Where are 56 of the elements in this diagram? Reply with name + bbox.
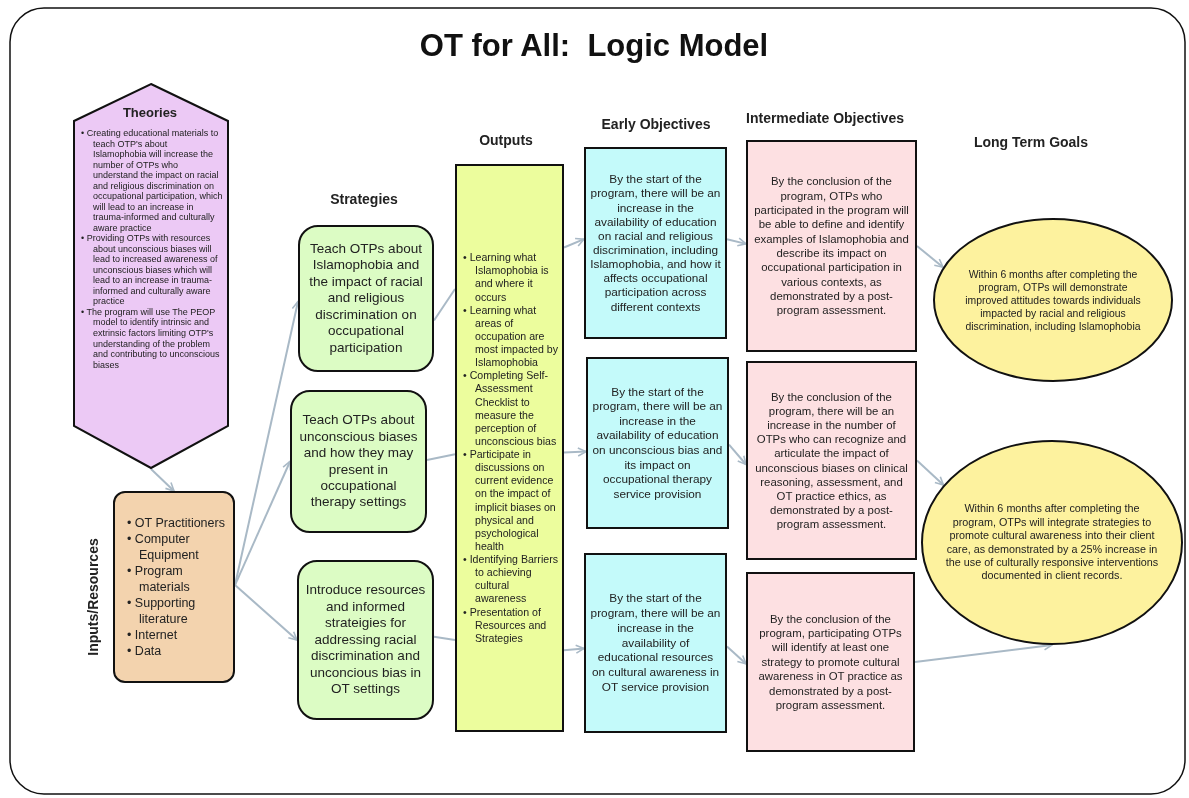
- node-text: Introduce resources and informed strateigies for addressing racial discrimination and unconcious bias in OT settings: [305, 582, 426, 698]
- bullet-item: • Participate in discussions on current evidence on the impact of implicit biases on physical and psychological health: [463, 448, 557, 553]
- outputs-box: [455, 164, 564, 732]
- objective-box: [746, 140, 917, 352]
- arrow: [563, 447, 587, 457]
- node-text: By the start of the program, there will be an increase in the availability of educational resources on cultural awareness in OT service provision: [590, 591, 721, 695]
- bullet-item: • Learning what areas of occupation are most impacted by Islamophobia: [463, 303, 559, 370]
- bullet-item: • Computer Equipment: [127, 531, 200, 563]
- objective-box: [746, 572, 915, 752]
- node-text: Teach OTPs about Islamophobia and the impact of racial and religious discrimination on occupational participation: [308, 240, 424, 357]
- objective-box: [746, 361, 917, 560]
- arrow: [916, 245, 944, 269]
- arrow: [916, 459, 945, 487]
- arrow: [234, 460, 292, 587]
- bullet-item: • OT Practitioners: [127, 515, 226, 531]
- node-text: By the conclusion of the program, there will be an increase in the number of OTPs who can recognize and articulate the impact of unconscious biases on clinical reasoning, assessment, and OT practice ethics, as demonstrated by a post-program assessment.: [754, 389, 909, 532]
- arrow: [728, 443, 747, 466]
- arrow: [563, 237, 585, 249]
- bullet-item: • Completing Self-Assessment Checklist to measure the perception of unconscious bias: [463, 369, 558, 448]
- node-text: By the conclusion of the program, participating OTPs will identify at least one strategy to promote cultural awareness in OT practice as demonstrated by a post-program assessment.: [757, 611, 904, 713]
- column-heading: Strategies: [330, 191, 398, 207]
- bullet-item: • Providing OTPs with resources about unconscious biases will lead to increased awareness of unconscious biases which will lead to an increase in trauma-informed and culturally aware practice: [81, 233, 219, 307]
- bullet-item: • Presentation of Resources and Strategies: [463, 605, 548, 645]
- column-heading: Outputs: [479, 132, 533, 148]
- node-text: By the start of the program, there will be an increase in the availability of education on unconscious bias and its impact on occupational therapy service provision: [592, 384, 723, 502]
- objective-box: [586, 357, 729, 529]
- node-text: By the start of the program, there will be an increase in the availability of education on racial and religious discrimination, including Islamophobia, and how it affects occupational participation across different contexts: [590, 172, 721, 314]
- bullet-item: • Creating educational materials to teach OTP's about Islamophobia will increase the number of OTPs who understand the impact on racial and religious discrimination on occupational participation, which will lead to an increase in trauma-informed and culturally aware practice: [81, 128, 223, 234]
- column-heading: Intermediate Objectives: [746, 110, 904, 126]
- node-text: By the conclusion of the program, OTPs who participated in the program will be able to define and identify examples of Islamophobia and describe its impact on occupational participation in various contexts, as demonstrated by a post-program assessment.: [753, 174, 910, 318]
- heading: Theories: [122, 105, 178, 121]
- inputs-box: [113, 491, 235, 683]
- strategy-box: [290, 390, 427, 533]
- node-text: Within 6 months after completing the program, OTPs will demonstrate improved attitudes towards individuals impacted by racial and religious discrimination, including Islamophobia: [964, 267, 1142, 333]
- bullet-item: • The program will use The PEOP model to identify intrinsic and extrinsic factors limiting OTP's understanding of the problem and contributing to unconscious biases: [81, 306, 221, 371]
- node-text: Within 6 months after completing the program, OTPs will integrate strategies to promote cultural awareness into their client care, as demonstrated by a 25% increase in the use of culturally responsive interventions documented in client records.: [944, 502, 1160, 583]
- objective-box: [584, 147, 727, 339]
- arrow: [150, 468, 175, 492]
- objective-box: [584, 553, 727, 733]
- arrow: [726, 237, 747, 247]
- diagram-title: OT for All: Logic Model: [419, 28, 769, 64]
- node-text: Teach OTPs about unconscious biases and how they may present in occupational therapy settings: [298, 412, 419, 511]
- side-heading: Inputs/Resources: [85, 538, 101, 656]
- bullet-item: • Supporting literature: [127, 595, 197, 627]
- column-heading: Early Objectives: [601, 116, 711, 132]
- strategy-box: [297, 560, 434, 720]
- arrow: [234, 584, 298, 641]
- bullet-item: • Identifying Barriers to achieving cultural awareness: [463, 553, 559, 606]
- arrow: [563, 644, 585, 654]
- arrow: [726, 645, 747, 665]
- bullet-item: • Internet: [127, 627, 179, 643]
- strategy-box: [298, 225, 434, 372]
- bullet-item: • Learning what Islamophobia is and where it occurs: [463, 251, 550, 304]
- bullet-item: • Data: [127, 643, 163, 659]
- bullet-item: • Program materials: [127, 563, 191, 595]
- column-heading: Long Term Goals: [973, 134, 1089, 150]
